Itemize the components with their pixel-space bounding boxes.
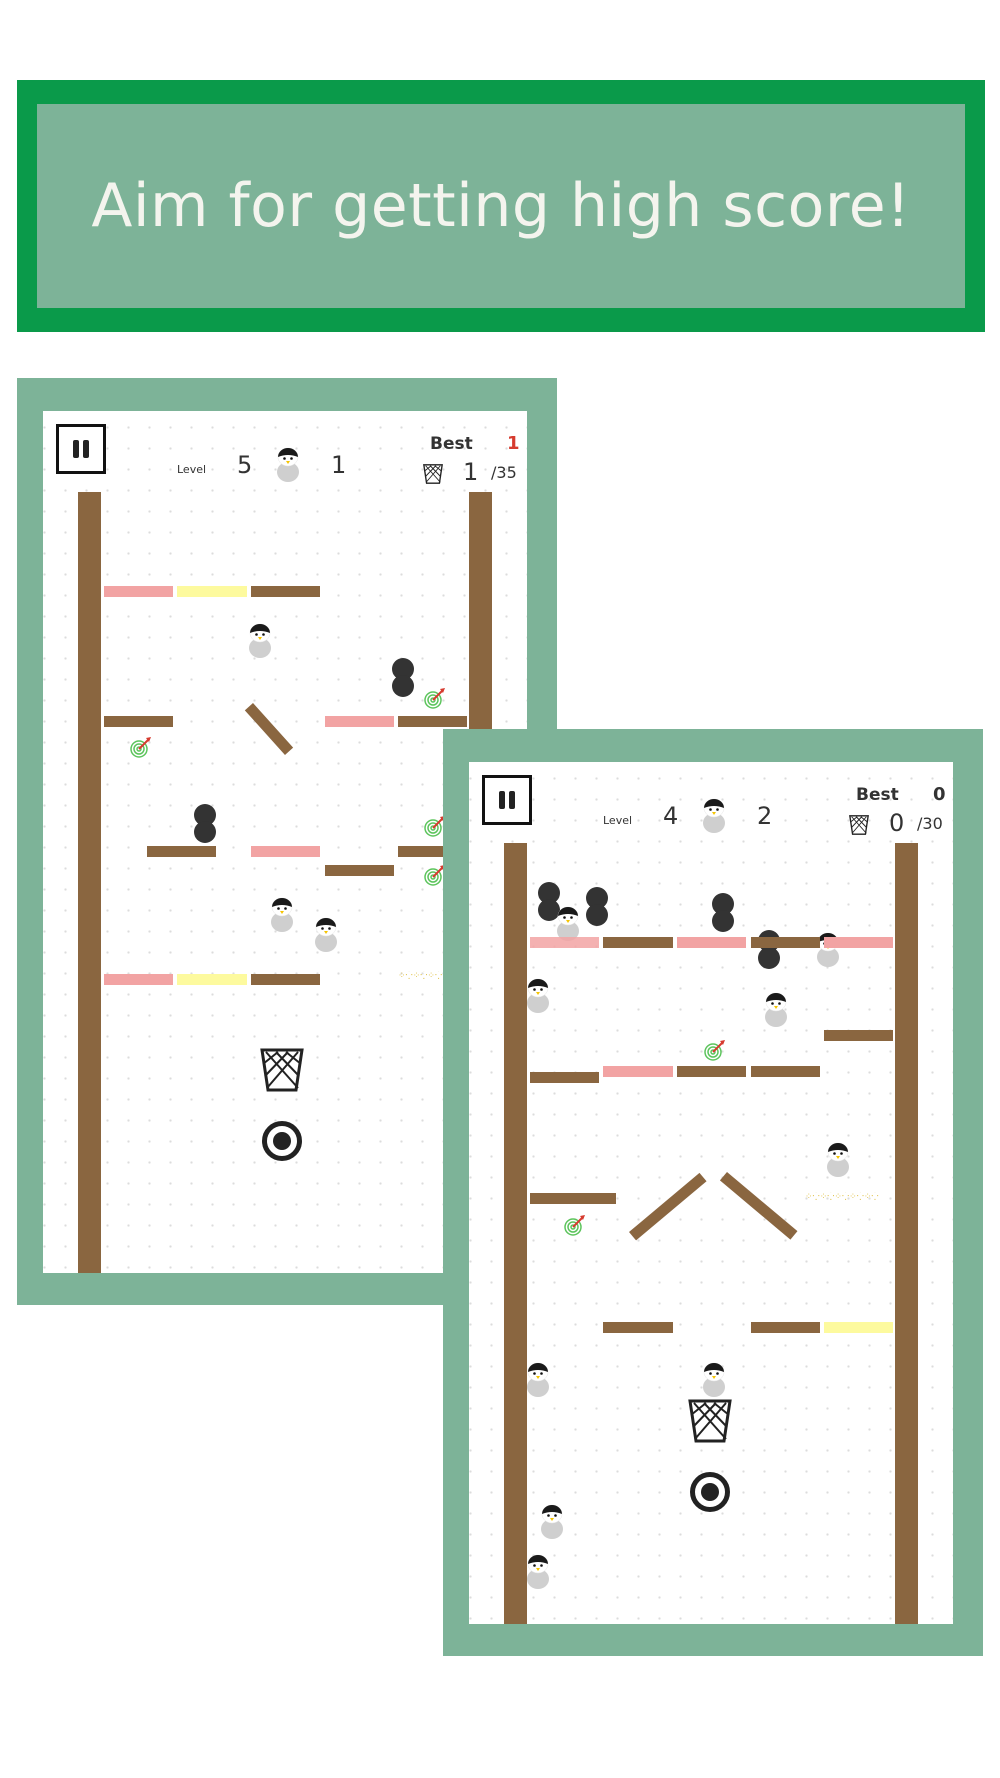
penguin	[313, 917, 339, 953]
best-score: 0	[933, 784, 946, 805]
platform-brown	[325, 865, 394, 876]
rock	[711, 893, 735, 933]
penguin-count: 2	[757, 802, 773, 830]
best-label: Best	[856, 785, 899, 805]
platform-pink	[325, 716, 394, 727]
platform-brown	[530, 1072, 599, 1083]
penguin	[525, 1362, 551, 1398]
platform-pink	[677, 937, 746, 948]
target	[703, 1038, 727, 1062]
target	[423, 686, 447, 710]
sparkle-effect: ⁘⁛⁘⁛⁘⁛	[398, 971, 443, 981]
promo-banner-inner: Aim for getting high score!	[37, 104, 965, 308]
platform-brown	[603, 1322, 673, 1333]
best-label: Best	[430, 434, 473, 454]
game-screen-2: Level 4 2 Best 0 0 /30 ⁘⁛⁘⁛⁘⁛⁘⁛	[469, 762, 953, 1624]
penguin	[269, 897, 295, 933]
penguin	[763, 992, 789, 1028]
goal-total: /35	[491, 463, 517, 482]
goal-hole	[262, 1121, 302, 1161]
basket	[686, 1397, 734, 1445]
target	[563, 1213, 587, 1237]
platform-brown	[824, 1030, 893, 1041]
promo-banner: Aim for getting high score!	[17, 80, 985, 332]
best-score: 1	[507, 433, 520, 454]
platform-brown	[751, 1322, 820, 1333]
platform-brown	[251, 974, 320, 985]
goal-total: /30	[917, 814, 943, 833]
penguin-count: 1	[331, 451, 347, 479]
penguin-icon	[701, 798, 727, 834]
game-screenshot-frame-2: Level 4 2 Best 0 0 /30 ⁘⁛⁘⁛⁘⁛⁘⁛	[443, 729, 983, 1656]
penguin	[525, 1554, 551, 1590]
platform-brown	[677, 1066, 746, 1077]
platform-yellow	[824, 1322, 893, 1333]
platform-slanted	[244, 703, 294, 755]
platform-brown	[751, 1066, 820, 1077]
platform-brown	[398, 716, 467, 727]
platform-brown	[603, 937, 673, 948]
rock	[585, 887, 609, 927]
platform-brown	[751, 937, 820, 948]
left-wall	[78, 492, 101, 1273]
penguin	[701, 1362, 727, 1398]
level-label: Level	[603, 814, 633, 827]
platform-yellow	[177, 586, 247, 597]
rock	[757, 930, 781, 970]
platform-pink	[824, 937, 893, 948]
penguin-icon	[275, 447, 301, 483]
platform-yellow	[177, 974, 247, 985]
right-wall	[895, 843, 918, 1624]
platform-pink	[104, 586, 173, 597]
platform-pink	[104, 974, 173, 985]
level-number: 4	[663, 802, 679, 830]
penguin	[539, 1504, 565, 1540]
basket-icon	[848, 814, 870, 836]
penguin	[525, 978, 551, 1014]
level-label: Level	[177, 463, 207, 476]
goal-current: 0	[889, 809, 905, 837]
left-wall	[504, 843, 527, 1624]
pause-button[interactable]	[482, 775, 532, 825]
target	[129, 735, 153, 759]
basket	[258, 1046, 306, 1094]
pause-icon	[73, 440, 79, 458]
banner-title: Aim for getting high score!	[91, 171, 911, 241]
goal-hole	[690, 1472, 730, 1512]
platform-pink	[603, 1066, 673, 1077]
sparkle-effect: ⁘⁛⁘⁛⁘⁛⁘⁛⁘⁛	[805, 1192, 879, 1202]
platform-pink	[251, 846, 320, 857]
basket-icon	[422, 463, 444, 485]
platform-slanted-right	[719, 1172, 798, 1240]
penguin	[825, 1142, 851, 1178]
penguin	[247, 623, 273, 659]
platform-pink-crumbling	[530, 937, 599, 948]
platform-brown	[251, 586, 320, 597]
pause-icon	[499, 791, 505, 809]
platform-slanted-left	[629, 1172, 707, 1241]
platform-brown	[104, 716, 173, 727]
rock	[193, 804, 217, 844]
platform-brown	[398, 846, 458, 857]
goal-current: 1	[463, 458, 479, 486]
platform-brown	[147, 846, 216, 857]
pause-button[interactable]	[56, 424, 106, 474]
platform-brown	[530, 1193, 616, 1204]
rock	[391, 658, 415, 698]
level-number: 5	[237, 451, 253, 479]
